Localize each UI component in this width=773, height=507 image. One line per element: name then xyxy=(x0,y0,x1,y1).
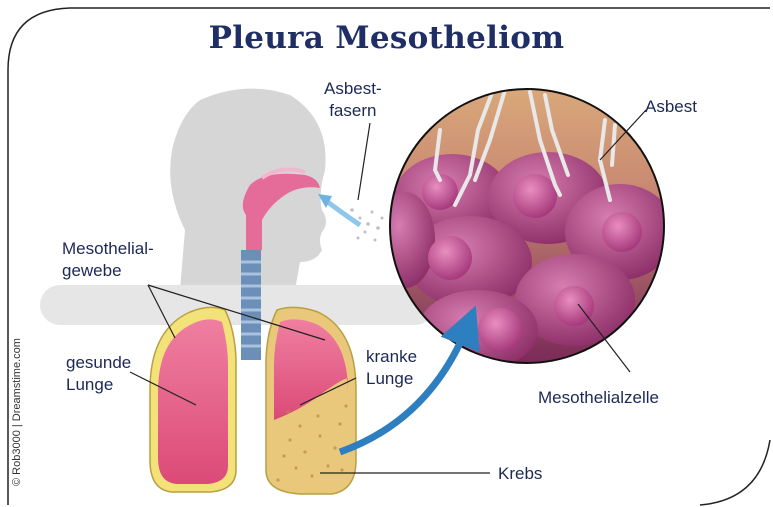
cancer-label: Krebs xyxy=(498,463,542,485)
diagram-title: Pleura Mesotheliom xyxy=(0,20,773,56)
asbestos-fibers-label: Asbest- fasern xyxy=(324,78,382,122)
asbestos-label: Asbest xyxy=(645,96,697,118)
trachea xyxy=(241,250,261,360)
nucleus xyxy=(478,308,522,352)
frame-border-bottom xyxy=(700,440,770,505)
sick-lung-label: kranke Lunge xyxy=(366,346,417,390)
healthy-lung-label-line2: Lunge xyxy=(66,374,131,396)
healthy-lung-label: gesunde Lunge xyxy=(66,352,131,396)
healthy-lung-label-line1: gesunde xyxy=(66,352,131,374)
inhalation-flow xyxy=(318,194,384,242)
nucleus xyxy=(554,286,594,326)
asbestos-fibers-label-line1: Asbest- xyxy=(324,78,382,100)
mesothelial-tissue-label-line2: gewebe xyxy=(62,260,154,282)
mesothelial-tissue-label: Mesothelial- gewebe xyxy=(62,238,154,282)
image-credit: © Rob3000 | Dreamstime.com xyxy=(11,326,23,486)
nucleus xyxy=(428,236,472,280)
nucleus xyxy=(602,212,642,252)
sick-lung-label-line1: kranke xyxy=(366,346,417,368)
asbestos-fibers-label-line2: fasern xyxy=(324,100,382,122)
healthy-lung xyxy=(150,307,236,492)
nucleus xyxy=(513,174,557,218)
cell xyxy=(375,192,435,288)
head-silhouette xyxy=(40,89,435,325)
mesothelial-cell-label: Mesothelialzelle xyxy=(538,387,659,409)
sick-lung-label-line2: Lunge xyxy=(366,368,417,390)
mesothelial-tissue-label-line1: Mesothelial- xyxy=(62,238,154,260)
